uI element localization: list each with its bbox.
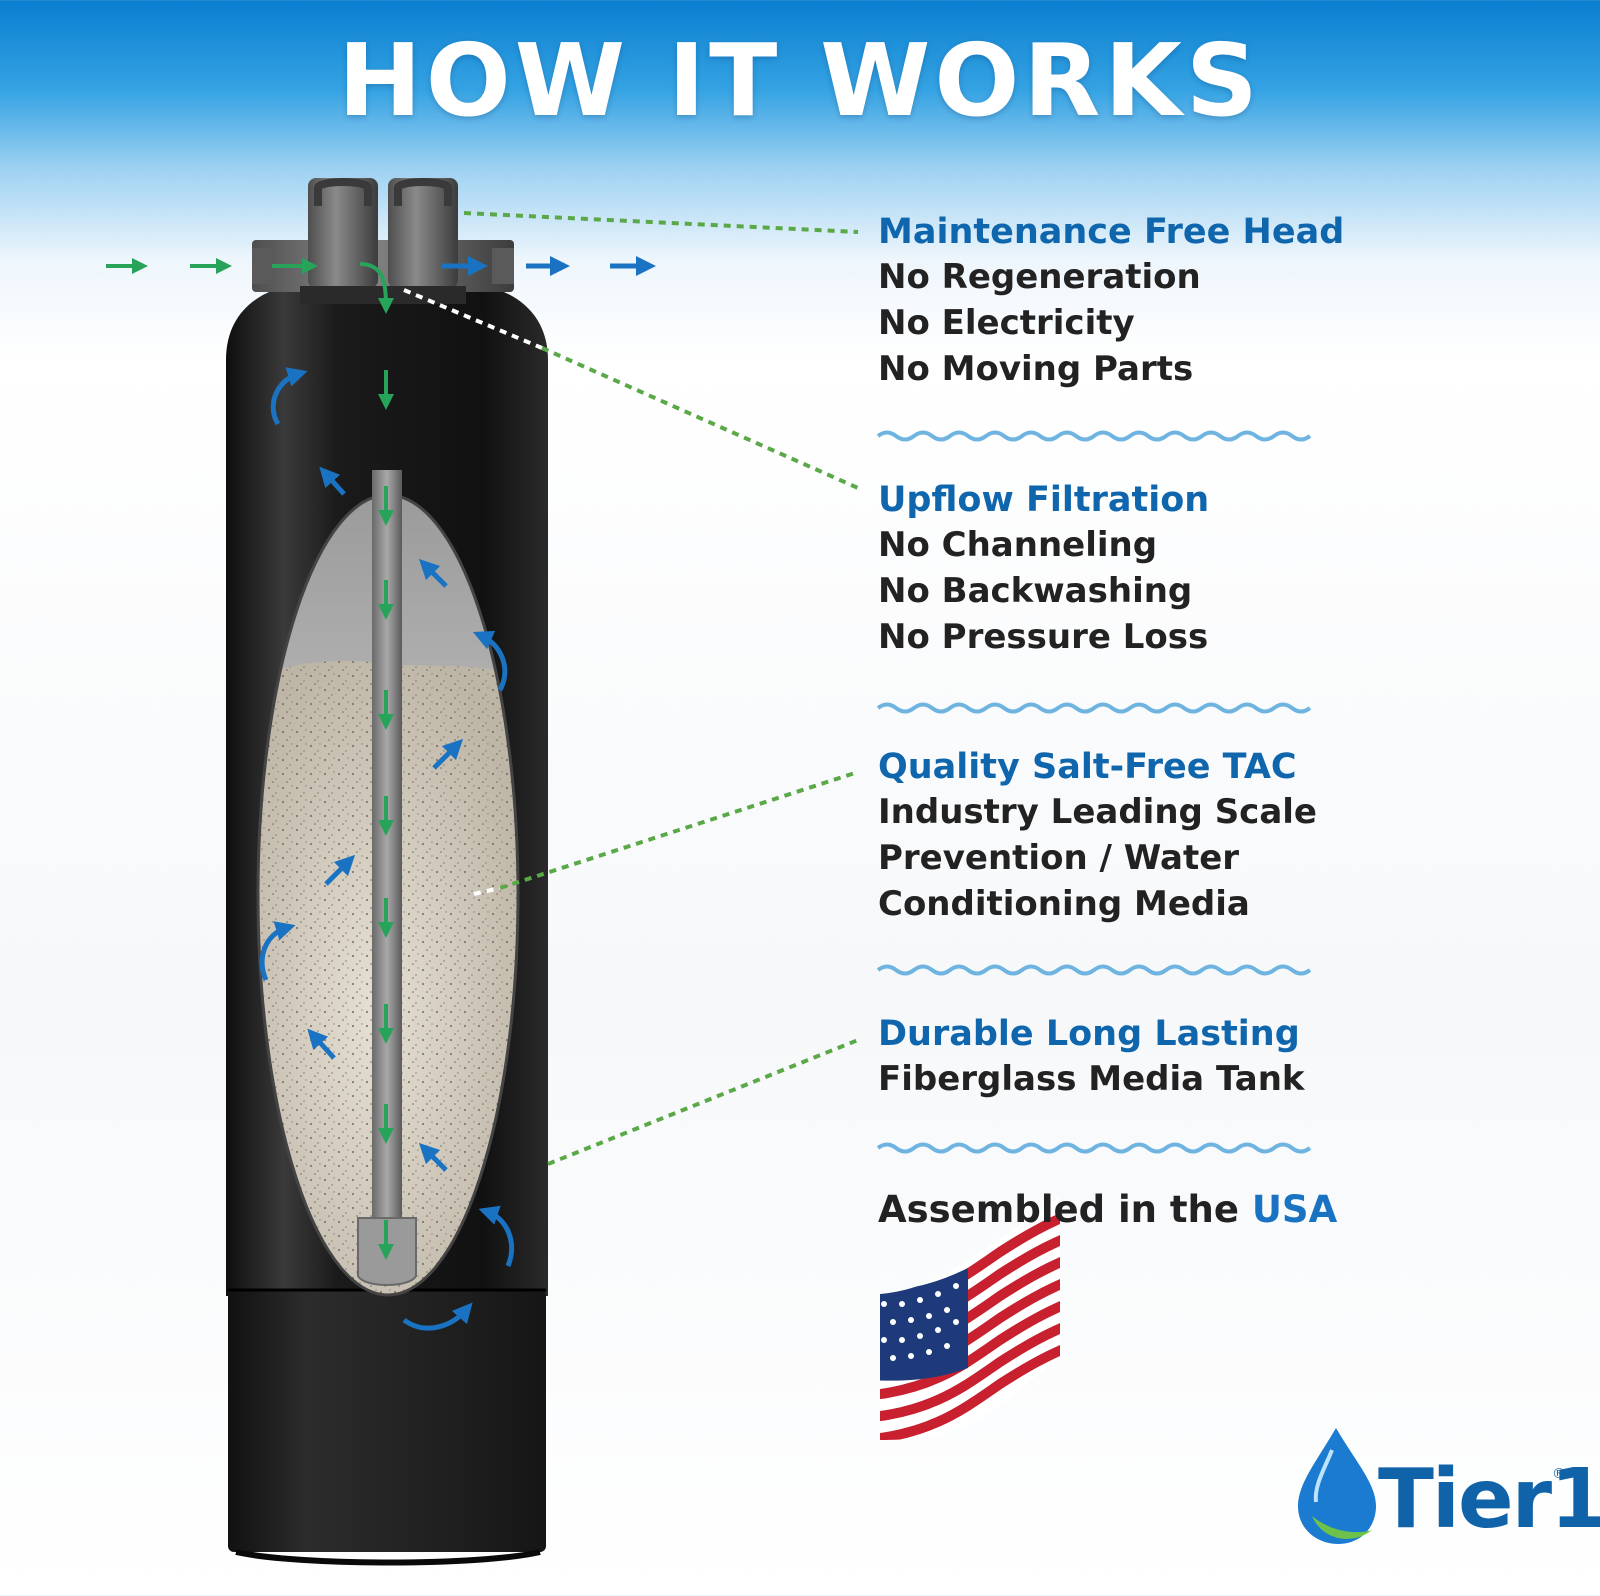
feature-heading: Quality Salt-Free TAC xyxy=(878,747,1297,787)
water-drop-logo-icon xyxy=(1298,1428,1376,1544)
feature-durable-long-lasting: Durable Long Lasting Fiberglass Media Ta… xyxy=(878,1012,1398,1102)
feature-line: No Backwashing xyxy=(878,571,1193,611)
assembled-in-usa: Assembled in the USA xyxy=(878,1188,1337,1231)
feature-line: Industry Leading Scale xyxy=(878,792,1317,832)
feature-quality-salt-free-tac: Quality Salt-Free TAC Industry Leading S… xyxy=(878,745,1398,927)
feature-line: No Moving Parts xyxy=(878,349,1194,389)
feature-heading: Maintenance Free Head xyxy=(878,212,1345,252)
assembled-prefix: Assembled in the xyxy=(878,1188,1252,1231)
feature-line: Conditioning Media xyxy=(878,884,1250,924)
page-title: HOW IT WORKS xyxy=(338,22,1262,139)
feature-line: No Regeneration xyxy=(878,257,1201,297)
feature-heading: Upflow Filtration xyxy=(878,480,1210,520)
feature-line: No Electricity xyxy=(878,303,1135,343)
leader-lines xyxy=(403,211,859,1166)
brand-name: Tier1 xyxy=(1378,1452,1600,1547)
feature-line: No Channeling xyxy=(878,525,1158,565)
tank-base xyxy=(228,1290,546,1552)
feature-line: No Pressure Loss xyxy=(878,617,1209,657)
inflow-arrows xyxy=(106,258,394,1260)
feature-maintenance-free-head: Maintenance Free Head No Regeneration No… xyxy=(878,210,1398,392)
feature-upflow-filtration: Upflow Filtration No Channeling No Backw… xyxy=(878,478,1398,660)
feature-line: Fiberglass Media Tank xyxy=(878,1059,1305,1099)
registered-mark: ® xyxy=(1552,1466,1566,1482)
wave-dividers xyxy=(876,430,1312,1154)
feature-line: Prevention / Water xyxy=(878,838,1240,878)
assembled-country: USA xyxy=(1251,1188,1338,1231)
feature-heading: Durable Long Lasting xyxy=(878,1014,1300,1054)
valve-head xyxy=(252,178,514,304)
upflow-arrows xyxy=(259,256,656,1331)
